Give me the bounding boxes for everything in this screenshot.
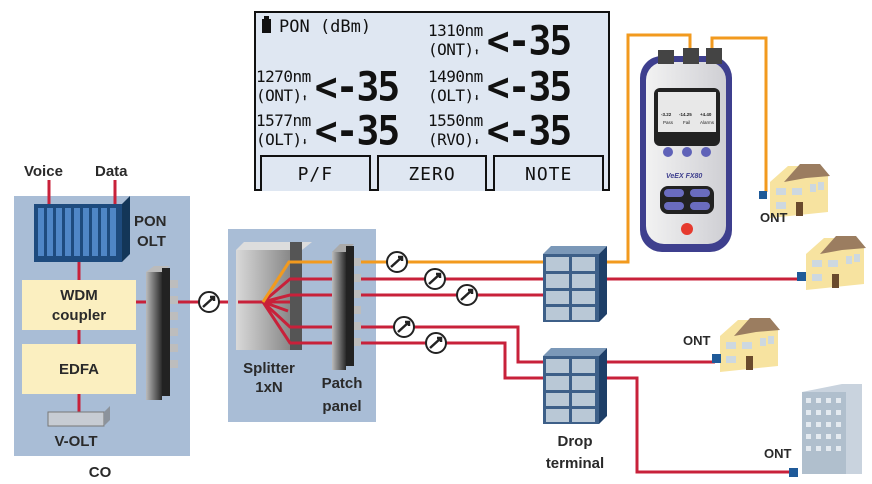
arrow-down-icon: ⬇ xyxy=(473,136,480,148)
ont-box xyxy=(797,272,806,281)
reading-1577: 1577nm(OLT)⬇ <-35 xyxy=(256,107,401,155)
ont-label: ONT xyxy=(764,446,792,461)
meter-screen-status-3: Alarms xyxy=(700,120,715,125)
zero-button[interactable]: ZERO xyxy=(376,155,488,191)
house-3 xyxy=(720,318,780,372)
ont-box xyxy=(789,468,798,477)
power-meter-icon xyxy=(424,331,448,355)
meter-screen-value-2: -14.25 xyxy=(679,112,692,117)
reading-value: <-35 xyxy=(486,63,573,111)
power-button xyxy=(681,223,693,235)
pon-olt-rack xyxy=(34,196,130,262)
note-button[interactable]: NOTE xyxy=(493,155,605,191)
arrow-down-icon: ⬇ xyxy=(301,136,308,148)
meter-screen-status-1: Pass xyxy=(663,120,674,125)
co-patch-panel xyxy=(146,266,178,400)
v-olt-unit xyxy=(47,406,110,427)
reading-1490: 1490nm(OLT)⬇ <-35 xyxy=(428,63,573,111)
wdm-coupler-box xyxy=(22,280,136,330)
drop-terminal-label-1: Drop xyxy=(558,433,593,450)
pon-olt-label-1: PON xyxy=(134,213,167,230)
ont-box xyxy=(759,191,767,199)
wavelength: 1577nm xyxy=(256,110,311,130)
splitter-label-2: 1xN xyxy=(255,379,283,396)
pf-button[interactable]: P/F xyxy=(260,155,371,191)
battery-icon xyxy=(262,16,271,33)
splitter-label-1: Splitter xyxy=(243,360,295,377)
drop-terminal-1 xyxy=(543,246,607,322)
wdm-label-1: WDM xyxy=(60,287,98,304)
drop-terminal-label-2: terminal xyxy=(546,455,604,472)
pon-meter-lcd: PON (dBm) 1310nm(ONT)⬆ <-35 1270nm(ONT)⬆… xyxy=(254,11,610,191)
arrow-up-icon: ⬆ xyxy=(473,46,480,58)
patch-panel-label-2: panel xyxy=(322,398,361,415)
wavelength: 1490nm xyxy=(428,66,483,86)
wdm-label-2: coupler xyxy=(52,307,106,324)
handheld-power-meter: -3.22 -14.25 +4.40 Pass Fail Alarms VeEX… xyxy=(640,48,732,252)
arrow-up-icon: ⬆ xyxy=(301,92,308,104)
reading-1550: 1550nm(RVO)⬇ <-35 xyxy=(428,107,573,155)
data-label: Data xyxy=(95,163,128,180)
ont-box xyxy=(712,354,721,363)
patch-panel-label-1: Patch xyxy=(322,375,363,392)
voice-label: Voice xyxy=(24,163,63,180)
meter-screen-value-1: -3.22 xyxy=(661,112,672,117)
power-meter-icon xyxy=(423,267,447,291)
arrow-down-icon: ⬇ xyxy=(473,92,480,104)
meter-screen-status-2: Fail xyxy=(683,120,690,125)
edfa-box xyxy=(22,344,136,394)
edfa-label: EDFA xyxy=(59,361,99,378)
wavelength: 1270nm xyxy=(256,66,311,86)
ont-label: ONT xyxy=(760,210,788,225)
drop-terminal-2 xyxy=(543,348,607,424)
power-meter-icon xyxy=(392,315,416,339)
wavelength: 1310nm xyxy=(428,20,483,40)
meter-screen-value-3: +4.40 xyxy=(700,112,712,117)
reading-value: <-35 xyxy=(486,107,573,155)
co-label: CO xyxy=(89,464,112,481)
ont-label: ONT xyxy=(683,333,711,348)
reading-1310: 1310nm(ONT)⬆ <-35 xyxy=(428,17,573,65)
power-meter-icon xyxy=(385,250,409,274)
power-meter-icon xyxy=(197,290,221,314)
meter-brand: VeEX FX80 xyxy=(666,173,702,180)
reading-value: <-35 xyxy=(486,17,573,65)
reading-value: <-35 xyxy=(314,107,401,155)
v-olt-label: V-OLT xyxy=(54,433,97,450)
pon-olt-label-2: OLT xyxy=(137,233,166,250)
apartment-building xyxy=(802,384,862,474)
wavelength: 1550nm xyxy=(428,110,483,130)
power-meter-icon xyxy=(455,283,479,307)
reading-1270: 1270nm(ONT)⬆ <-35 xyxy=(256,63,401,111)
reading-value: <-35 xyxy=(314,63,401,111)
patch-panel xyxy=(332,244,361,370)
lcd-softkeys: P/F ZERO NOTE xyxy=(260,155,605,191)
house-2 xyxy=(806,236,866,290)
lcd-title: PON (dBm) xyxy=(262,16,371,37)
